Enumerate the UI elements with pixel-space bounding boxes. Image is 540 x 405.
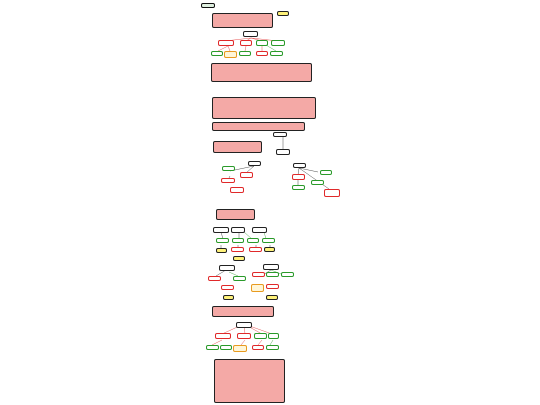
leaf-node-3d[interactable] xyxy=(264,247,275,252)
leaf-node-3g[interactable] xyxy=(251,284,264,292)
top-tag-node[interactable] xyxy=(201,3,215,8)
root-node-4[interactable] xyxy=(236,322,252,328)
leaf-node-1c[interactable] xyxy=(239,51,251,56)
leaf-node-2c[interactable] xyxy=(221,178,235,183)
branch-node-2b[interactable] xyxy=(248,161,261,166)
leaf-node-2h[interactable] xyxy=(230,187,244,193)
branch-node-3f[interactable] xyxy=(233,276,246,281)
leaf-node-2e[interactable] xyxy=(320,170,332,175)
note-block-2[interactable] xyxy=(211,63,312,82)
root-node-1[interactable] xyxy=(243,31,258,37)
leaf-node-4a[interactable] xyxy=(206,345,219,350)
leaf-node-2g[interactable] xyxy=(292,185,305,190)
branch-node-1d[interactable] xyxy=(271,40,285,46)
branch-node-3c[interactable] xyxy=(247,238,259,243)
leaf-node-2f[interactable] xyxy=(311,180,324,185)
note-block-4[interactable] xyxy=(212,122,305,131)
leaf-node-2a[interactable] xyxy=(222,166,235,171)
branch-node-4a[interactable] xyxy=(215,333,231,339)
root-node-3d[interactable] xyxy=(219,265,235,271)
branch-node-1a[interactable] xyxy=(218,40,234,46)
note-block-1[interactable] xyxy=(212,13,273,28)
branch-node-4b[interactable] xyxy=(237,333,251,339)
leaf-node-1a[interactable] xyxy=(211,51,223,56)
leaf-node-1e[interactable] xyxy=(270,51,283,56)
leaf-node-4b[interactable] xyxy=(220,345,232,350)
branch-node-3b[interactable] xyxy=(232,238,244,243)
leaf-node-1d[interactable] xyxy=(256,51,268,56)
leaf-node-3h[interactable] xyxy=(266,284,279,289)
leaf-node-3c[interactable] xyxy=(249,247,262,252)
note-block-5[interactable] xyxy=(213,141,262,153)
leaf-node-3j[interactable] xyxy=(266,295,278,300)
leaf-node-3i[interactable] xyxy=(223,295,234,300)
leaf-node-3e[interactable] xyxy=(233,256,245,261)
branch-node-1b[interactable] xyxy=(240,40,252,46)
note-block-3[interactable] xyxy=(212,97,316,119)
leaf-node-3a[interactable] xyxy=(216,248,227,253)
leaf-node-3b[interactable] xyxy=(231,247,244,252)
branch-node-3a[interactable] xyxy=(216,238,229,243)
leaf-node-4d[interactable] xyxy=(252,345,264,350)
note-block-6[interactable] xyxy=(216,209,255,220)
branch-node-3i[interactable] xyxy=(281,272,294,277)
branch-node-3h[interactable] xyxy=(266,272,279,277)
branch-node-1c[interactable] xyxy=(256,40,268,46)
leaf-node-1b[interactable] xyxy=(224,51,237,58)
leaf-node-2i[interactable] xyxy=(324,189,340,197)
branch-node-4d[interactable] xyxy=(268,333,279,339)
branch-node-2a[interactable] xyxy=(276,149,290,155)
branch-node-3e[interactable] xyxy=(208,276,221,281)
root-node-2[interactable] xyxy=(273,132,287,137)
sticky-note[interactable] xyxy=(277,11,289,16)
leaf-node-2b[interactable] xyxy=(240,172,253,178)
leaf-node-3f[interactable] xyxy=(221,285,234,290)
leaf-node-4e[interactable] xyxy=(266,345,279,350)
branch-node-3g[interactable] xyxy=(252,272,265,277)
leaf-node-2d[interactable] xyxy=(292,174,305,180)
root-node-3a[interactable] xyxy=(213,227,229,233)
root-node-3e[interactable] xyxy=(263,264,279,270)
branch-node-4c[interactable] xyxy=(254,333,267,339)
root-node-3c[interactable] xyxy=(252,227,267,233)
note-block-7[interactable] xyxy=(212,306,274,317)
leaf-node-4c[interactable] xyxy=(233,345,247,352)
note-block-8[interactable] xyxy=(214,359,285,403)
branch-node-2c[interactable] xyxy=(293,163,306,168)
branch-node-3d[interactable] xyxy=(262,238,275,243)
root-node-3b[interactable] xyxy=(231,227,245,233)
